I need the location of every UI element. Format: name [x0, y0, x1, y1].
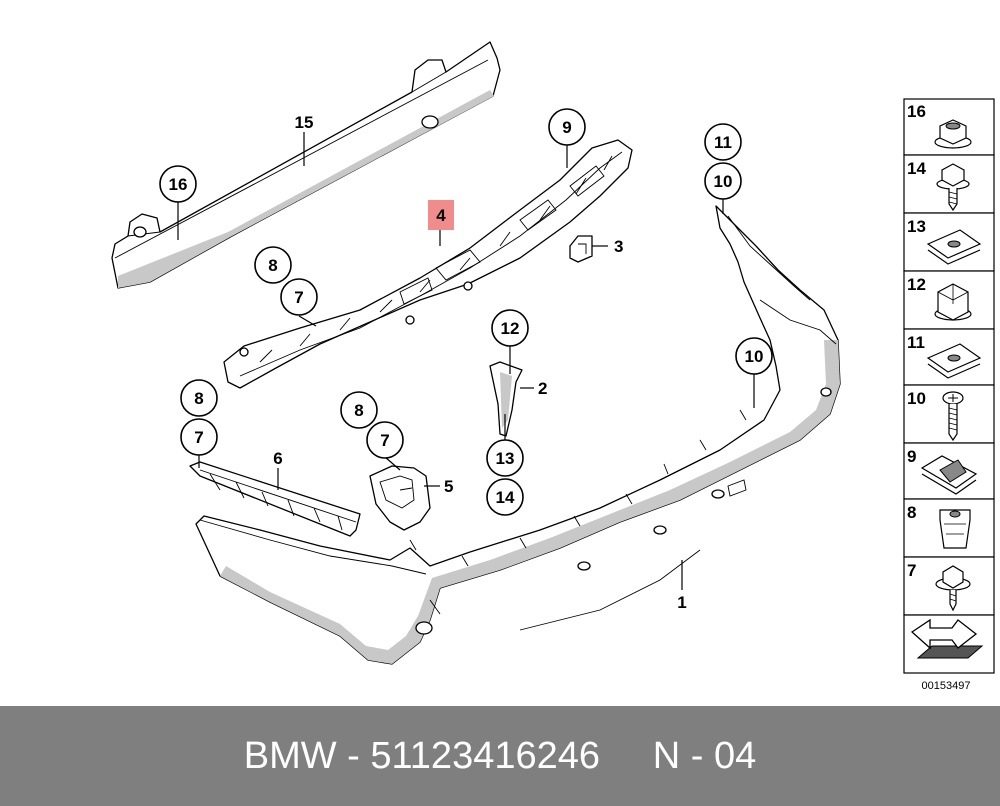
side-item-direction: [903, 614, 995, 674]
side-item-11: 11: [903, 328, 995, 386]
part-4-bracket: [223, 139, 633, 389]
callout-1: 1: [677, 593, 686, 612]
svg-text:8: 8: [268, 256, 277, 275]
callout-7-left: 7: [180, 418, 218, 456]
part-1-bumper-panel: [195, 205, 841, 665]
part-2-guide: [489, 361, 523, 437]
svg-text:9: 9: [562, 118, 571, 137]
hex-nut-icon: [934, 283, 972, 321]
clip-nut-icon: [926, 343, 982, 379]
callout-14: 14: [486, 478, 524, 516]
side-item-16: 16: [903, 98, 995, 156]
parts-diagram: 15 16 9 4 3 8 7 11 10: [111, 41, 995, 692]
callout-9: 9: [548, 108, 586, 146]
callout-11: 11: [704, 123, 742, 161]
svg-text:8: 8: [194, 389, 203, 408]
hex-bolt-icon: [936, 163, 970, 212]
spring-clip-icon: [920, 455, 978, 495]
clip-nut-icon: [926, 229, 982, 265]
side-item-14: 14: [903, 154, 995, 214]
leader-lines: [177, 132, 755, 590]
svg-text:11: 11: [714, 133, 732, 152]
callout-15: 15: [295, 113, 314, 132]
fastener-side-panel: 16 14 13: [903, 98, 995, 692]
callout-7-mid: 7: [366, 421, 404, 459]
side-item-12: 12: [903, 270, 995, 330]
part-6-guide-strip: [189, 461, 361, 537]
callout-6: 6: [273, 449, 282, 468]
svg-text:7: 7: [907, 561, 916, 580]
side-item-13: 13: [903, 212, 995, 272]
svg-text:4: 4: [436, 206, 446, 225]
part-3-clip: [569, 235, 593, 263]
callout-16: 16: [159, 165, 197, 203]
callout-2: 2: [538, 379, 547, 398]
svg-text:8: 8: [354, 401, 363, 420]
side-item-9: 9: [903, 442, 995, 500]
screw-icon: [942, 391, 964, 442]
svg-text:16: 16: [169, 175, 188, 194]
svg-text:10: 10: [745, 347, 764, 366]
hex-nut-flange-icon: [934, 119, 972, 149]
part-15-carrier-bar: [111, 41, 501, 289]
footer-bar: BMW - 51123416246 N - 04: [0, 706, 1000, 806]
svg-text:10: 10: [714, 172, 733, 191]
callout-10-lower: 10: [735, 337, 773, 375]
svg-text:10: 10: [907, 389, 926, 408]
footer-part-number: BMW - 51123416246 N - 04: [243, 734, 757, 777]
svg-text:7: 7: [194, 428, 203, 447]
svg-text:8: 8: [907, 503, 916, 522]
direction-arrow-icon: [910, 618, 984, 659]
diagram-code: 00153497: [922, 680, 971, 692]
callout-13: 13: [486, 439, 524, 477]
svg-text:13: 13: [907, 217, 926, 236]
part-5-holder: [369, 465, 431, 531]
svg-text:11: 11: [907, 333, 925, 352]
svg-text:12: 12: [501, 319, 520, 338]
svg-text:13: 13: [496, 449, 515, 468]
callout-7-upper: 7: [280, 278, 318, 316]
callout-4-highlighted: 4: [428, 200, 454, 230]
callout-10-upper: 10: [704, 162, 742, 200]
callout-3: 3: [614, 237, 623, 256]
expanding-nut-icon: [939, 509, 971, 549]
svg-text:14: 14: [496, 488, 515, 507]
svg-text:12: 12: [907, 275, 926, 294]
callout-8-mid: 8: [340, 391, 378, 429]
flange-screw-icon: [935, 565, 971, 612]
callouts: 15 16 9 4 3 8 7 11 10: [159, 108, 773, 612]
side-item-10: 10: [903, 384, 995, 444]
svg-text:7: 7: [294, 288, 303, 307]
svg-text:7: 7: [380, 431, 389, 450]
svg-text:14: 14: [907, 159, 926, 178]
svg-text:9: 9: [907, 447, 916, 466]
callout-5: 5: [444, 477, 453, 496]
side-item-8: 8: [903, 498, 995, 558]
svg-text:16: 16: [907, 102, 926, 121]
side-item-7: 7: [903, 556, 995, 616]
callout-8-upper: 8: [254, 246, 292, 284]
callout-8-left: 8: [180, 379, 218, 417]
callout-12: 12: [491, 309, 529, 347]
